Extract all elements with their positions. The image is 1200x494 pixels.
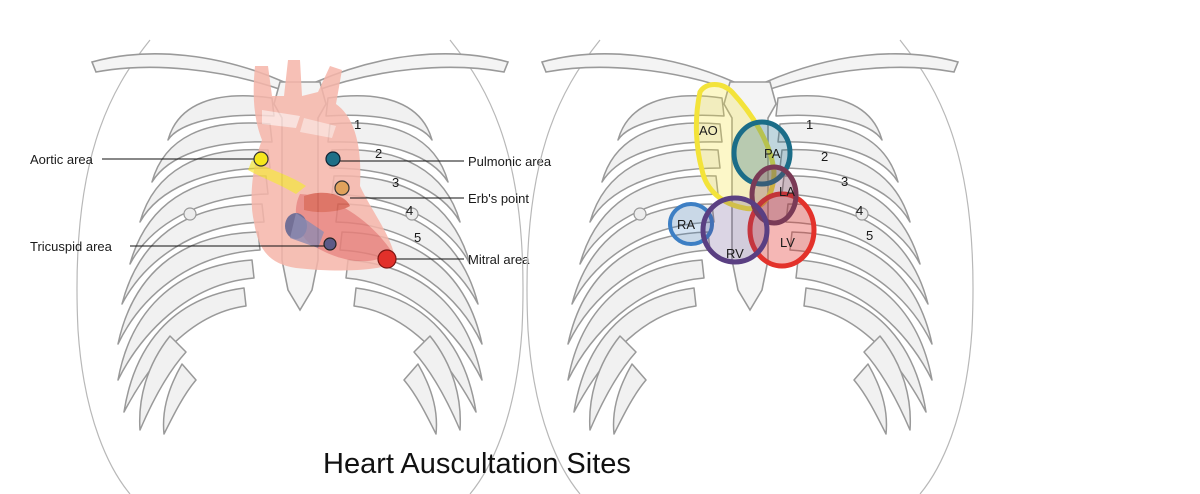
intercostal-3-left: 3 [392, 175, 399, 190]
intercostal-5-left: 5 [414, 230, 421, 245]
chamber-label-ra: RA [677, 217, 695, 232]
aortic-area-marker [253, 151, 269, 167]
chamber-label-pa: PA [764, 146, 781, 161]
chamber-label-la: LA [779, 184, 795, 199]
diagram-caption: Heart Auscultation Sites [323, 448, 631, 480]
erbs-point-marker [334, 180, 350, 196]
right-ventricle-outline [700, 195, 770, 265]
aortic-area-label: Aortic area [30, 152, 94, 167]
intercostal-4-left: 4 [406, 203, 413, 218]
pulmonic-area-label: Pulmonic area [468, 154, 552, 169]
chamber-label-lv: LV [780, 235, 795, 250]
heart-illustration [248, 60, 396, 271]
chamber-label-ao: AO [699, 123, 718, 138]
intercostal-1-right: 1 [806, 117, 813, 132]
intercostal-1-left: 1 [354, 117, 361, 132]
intercostal-2-left: 2 [375, 146, 382, 161]
pulmonic-area-marker [325, 151, 341, 167]
erbs-point-label: Erb's point [468, 191, 529, 206]
mitral-area-marker [377, 249, 397, 269]
intercostal-3-right: 3 [841, 174, 848, 189]
left-ventricle-outline [747, 191, 817, 269]
left-figure: 1 2 3 4 5 Aortic area Pulmonic area Erb'… [30, 39, 552, 494]
right-figure: AO PA LA RA RV LV 1 2 3 4 5 [526, 39, 974, 494]
tricuspid-area-label: Tricuspid area [30, 239, 113, 254]
rib-cage-right [526, 39, 974, 494]
mitral-area-label: Mitral area [468, 252, 530, 267]
chamber-label-rv: RV [726, 246, 744, 261]
intercostal-2-right: 2 [821, 149, 828, 164]
intercostal-4-right: 4 [856, 203, 863, 218]
intercostal-5-right: 5 [866, 228, 873, 243]
tricuspid-area-marker [323, 237, 337, 251]
left-atrium-outline [749, 164, 799, 226]
